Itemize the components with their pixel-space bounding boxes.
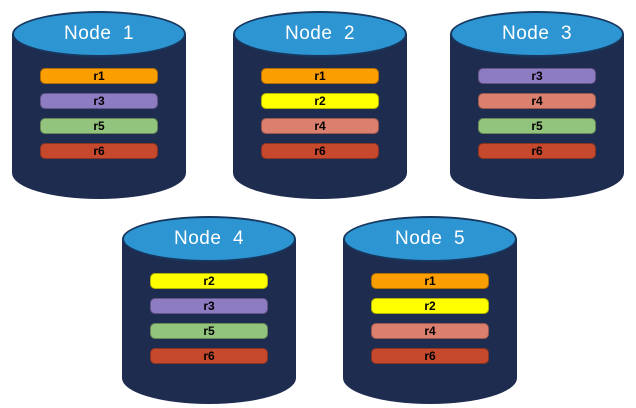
partition-label: r1 (314, 69, 326, 83)
cylinder-body (343, 239, 517, 404)
cylinder-node-1: Node 1 r1 r3 r5 r6 (12, 11, 186, 199)
partition-label: r3 (203, 299, 215, 313)
partition-bar: r3 (478, 68, 596, 84)
node-label: Node 4 (173, 228, 245, 249)
cylinder-top: Node 3 (450, 11, 624, 57)
node-label: Node 2 (284, 23, 356, 44)
partition-bar: r4 (261, 118, 379, 134)
partition-label: r5 (93, 119, 105, 133)
partition-label: r4 (314, 119, 326, 133)
partition-list: r1 r3 r5 r6 (12, 68, 186, 159)
partition-label: r1 (424, 274, 436, 288)
partition-label: r4 (531, 94, 543, 108)
cylinder-body (233, 34, 407, 199)
partition-label: r2 (424, 299, 436, 313)
partition-bar: r1 (261, 68, 379, 84)
node-label: Node 1 (63, 23, 135, 44)
partition-label: r2 (203, 274, 215, 288)
partition-bar: r5 (150, 323, 268, 339)
partition-list: r2 r3 r5 r6 (122, 273, 296, 364)
partition-bar: r2 (261, 93, 379, 109)
partition-label: r6 (531, 144, 543, 158)
partition-list: r1 r2 r4 r6 (343, 273, 517, 364)
cylinder-node-2: Node 2 r1 r2 r4 r6 (233, 11, 407, 199)
cylinder-body (122, 239, 296, 404)
partition-bar: r6 (40, 143, 158, 159)
partition-bar: r2 (371, 298, 489, 314)
partition-list: r1 r2 r4 r6 (233, 68, 407, 159)
partition-bar: r6 (261, 143, 379, 159)
cylinder-body (450, 34, 624, 199)
cylinder-top: Node 2 (233, 11, 407, 57)
cylinder-top: Node 5 (343, 216, 517, 262)
cylinder-top: Node 1 (12, 11, 186, 57)
partition-label: r2 (314, 94, 326, 108)
partition-label: r1 (93, 69, 105, 83)
partition-label: r5 (203, 324, 215, 338)
partition-label: r4 (424, 324, 436, 338)
partition-bar: r6 (371, 348, 489, 364)
partition-bar: r5 (478, 118, 596, 134)
partition-bar: r2 (150, 273, 268, 289)
partition-label: r3 (531, 69, 543, 83)
partition-list: r3 r4 r5 r6 (450, 68, 624, 159)
node-label: Node 3 (501, 23, 573, 44)
partition-label: r6 (203, 349, 215, 363)
partition-label: r6 (93, 144, 105, 158)
partition-bar: r5 (40, 118, 158, 134)
node-label: Node 5 (394, 228, 466, 249)
cylinder-node-3: Node 3 r3 r4 r5 r6 (450, 11, 624, 199)
partition-bar: r1 (371, 273, 489, 289)
partition-bar: r6 (150, 348, 268, 364)
cylinder-body (12, 34, 186, 199)
partition-bar: r3 (40, 93, 158, 109)
partition-bar: r4 (371, 323, 489, 339)
cylinder-node-4: Node 4 r2 r3 r5 r6 (122, 216, 296, 404)
partition-bar: r3 (150, 298, 268, 314)
cylinder-top: Node 4 (122, 216, 296, 262)
partition-bar: r6 (478, 143, 596, 159)
partition-label: r3 (93, 94, 105, 108)
partition-bar: r1 (40, 68, 158, 84)
cylinder-node-5: Node 5 r1 r2 r4 r6 (343, 216, 517, 404)
partition-label: r6 (424, 349, 436, 363)
partition-label: r6 (314, 144, 326, 158)
partition-bar: r4 (478, 93, 596, 109)
partition-label: r5 (531, 119, 543, 133)
